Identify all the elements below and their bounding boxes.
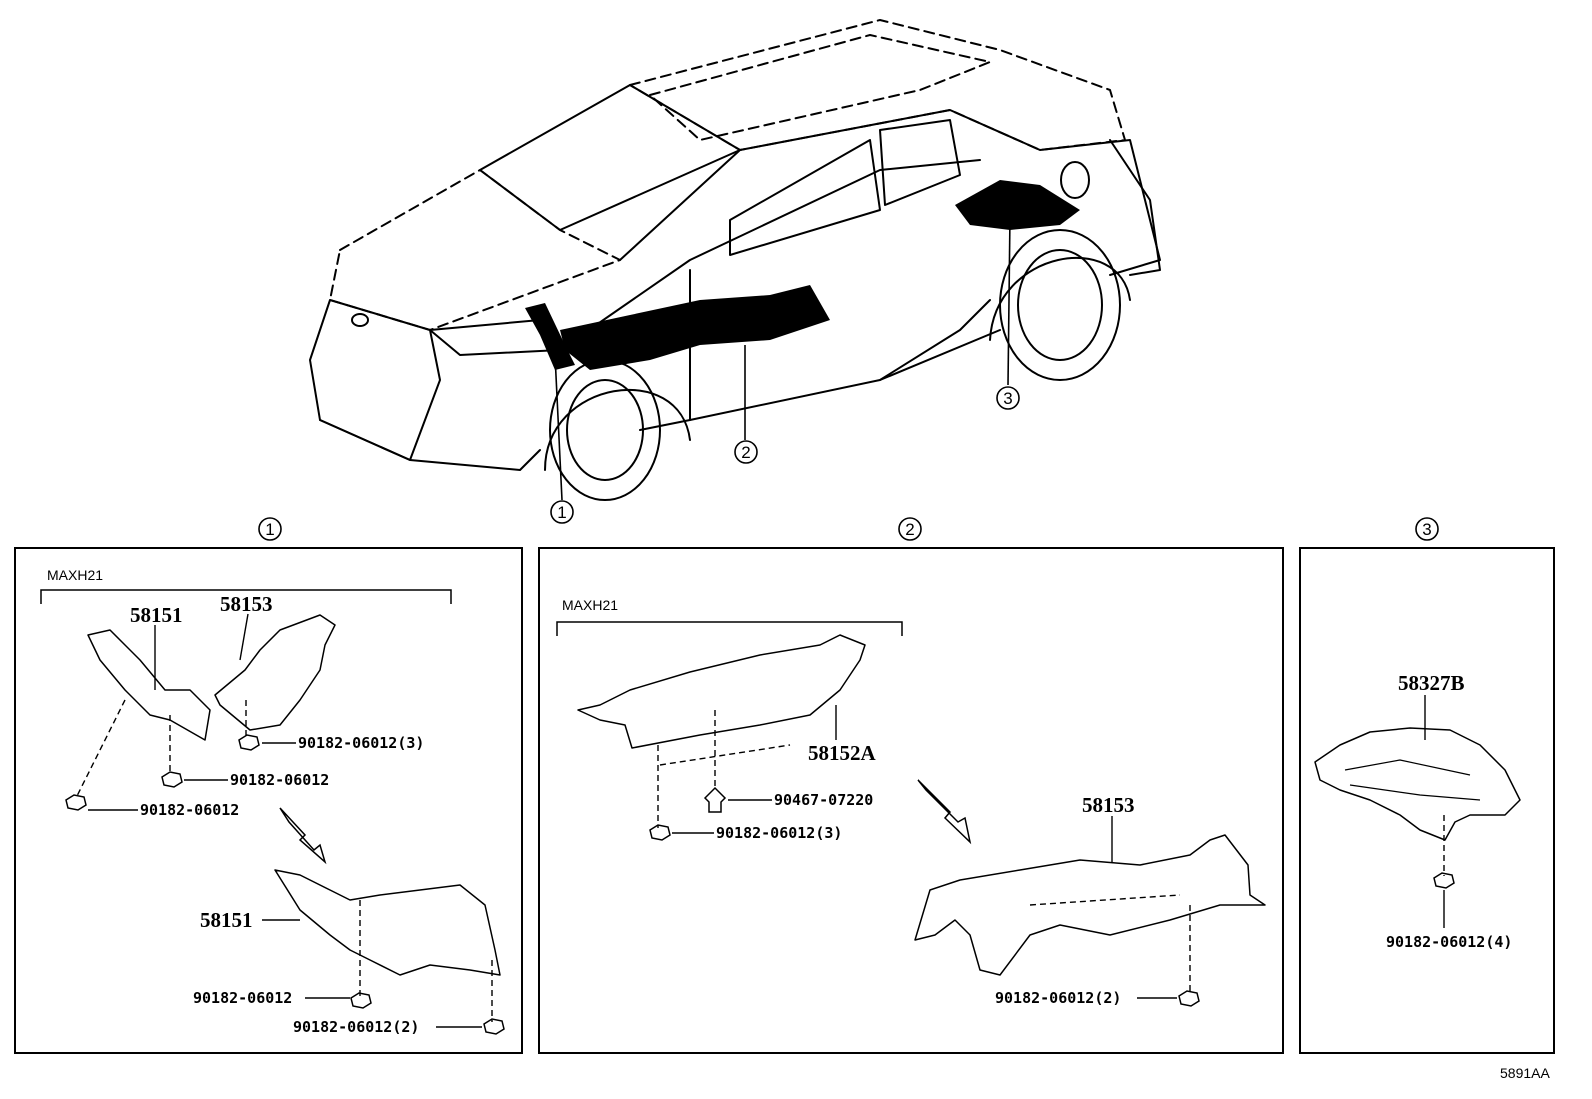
panel-1-variant-bracket (40, 589, 452, 604)
callout-3: 3 (996, 386, 1020, 410)
panel-1-nuts (65, 734, 505, 1035)
panel-1-variant: MAXH21 (47, 567, 103, 583)
fastener-label-left: 90182-06012 (140, 801, 239, 819)
insulator-58152A-shape (577, 634, 866, 749)
part-label-58152A: 58152A (808, 741, 877, 765)
insulator-58151-lower-shape (274, 869, 501, 976)
part-label-58153-panel2: 58153 (1082, 793, 1135, 817)
panel-1-frame (14, 547, 523, 1054)
svg-text:2: 2 (905, 520, 914, 539)
fastener-label-clip: 90467-07220 (774, 791, 873, 809)
panel-2-header: 2 (898, 517, 922, 541)
insulator-58153-upper-shape (214, 614, 336, 731)
part-label-58153: 58153 (220, 592, 273, 616)
nut-icon (1178, 990, 1200, 1007)
panel-2-variant: MAXH21 (562, 597, 618, 613)
panel-2: 2 MAXH21 (538, 517, 1284, 1054)
insulator-58151-upper-shape (87, 629, 211, 741)
fastener-label-top: 90182-06012(3) (298, 734, 424, 752)
highlight-area-3 (955, 180, 1080, 230)
fastener-label-low2: 90182-06012(2) (293, 1018, 419, 1036)
clip-icon (703, 786, 727, 813)
nut-icon (65, 794, 87, 811)
svg-text:1: 1 (265, 520, 274, 539)
nut-icon (238, 734, 260, 751)
panel-1: 1 MAXH21 (14, 517, 523, 1054)
nut-icon (483, 1018, 505, 1035)
highlight-area-2 (560, 285, 830, 370)
nut-icon (649, 824, 671, 841)
panel-3: 3 58327B 90182-06012(4) (1299, 517, 1555, 1054)
svg-text:3: 3 (1003, 389, 1012, 408)
panel-2-frame (538, 547, 1284, 1054)
arrow-icon (279, 807, 327, 865)
panel-1-header: 1 (258, 517, 282, 541)
svg-text:1: 1 (557, 503, 566, 522)
panel-3-header: 3 (1415, 517, 1439, 541)
nut-icon (161, 771, 183, 788)
panel-2-nuts (649, 786, 1200, 1007)
insulator-58153-panel2-shape (914, 834, 1266, 976)
vehicle-leaders (554, 214, 1011, 501)
vehicle-illustration (309, 19, 1161, 501)
fastener-label-nut4: 90182-06012(4) (1386, 933, 1512, 951)
highlight-area-1 (525, 303, 575, 370)
svg-text:2: 2 (741, 443, 750, 462)
insulator-58327B-shape (1314, 727, 1521, 841)
panel-2-variant-bracket (556, 621, 903, 636)
part-label-58327B: 58327B (1398, 671, 1465, 695)
panel-3-frame (1299, 547, 1555, 1054)
svg-text:3: 3 (1422, 520, 1431, 539)
fastener-label-nut2: 90182-06012(2) (995, 989, 1121, 1007)
part-label-58151-lower: 58151 (200, 908, 253, 932)
callout-1: 1 (550, 500, 574, 524)
panel-3-nuts (1433, 872, 1455, 889)
fastener-label-mid: 90182-06012 (230, 771, 329, 789)
callout-2: 2 (734, 440, 758, 464)
figure-code: 5891AA (1500, 1065, 1550, 1081)
part-label-58151-upper: 58151 (130, 603, 183, 627)
arrow-icon (917, 779, 972, 845)
fastener-label-low1: 90182-06012 (193, 989, 292, 1007)
fastener-label-nut3: 90182-06012(3) (716, 824, 842, 842)
nut-icon (350, 992, 372, 1009)
nut-icon (1433, 872, 1455, 889)
highlight-regions (525, 180, 1080, 370)
